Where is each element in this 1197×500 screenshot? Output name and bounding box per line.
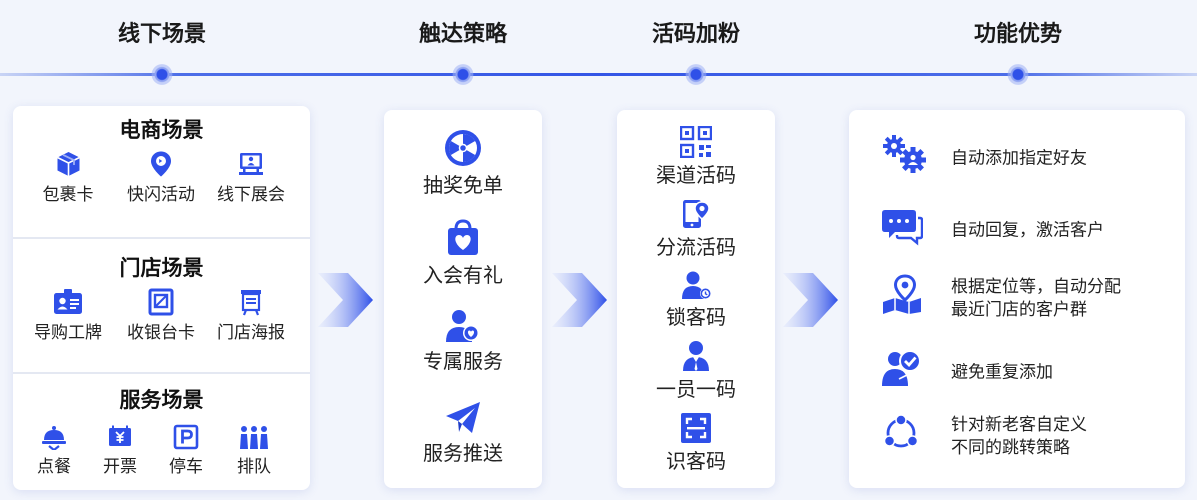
timeline-dot [685,64,707,85]
reach-item-label: 服务推送 [423,441,503,465]
qr-item-identify-customer: 识客码 [617,412,775,474]
scene-item-invoice: 开票 [103,424,137,478]
reach-item-label: 专属服务 [423,349,503,373]
feature-item-label: 自动回复，激活客户 [951,220,1104,241]
offline-scenes-card: 电商场景 包裹卡 快闪 [13,106,310,490]
lottery-wheel-icon [445,130,481,166]
scene-item-label: 收银台卡 [127,323,195,343]
scene-store: 门店场景 导购工牌 [13,254,310,374]
qr-item-split: 分流活码 [617,198,775,260]
invoice-icon [109,425,131,446]
scene-item-label: 门店海报 [217,323,285,343]
scene-item-label: 停车 [169,457,203,477]
feature-item-label: 自动添加指定好友 [951,148,1087,169]
feature-item-custom-redirect: 针对新老客自定义 不同的跳转策略 [881,412,1171,462]
scene-item-ordering: 点餐 [37,424,71,478]
reach-item-lottery: 抽奖免单 [384,128,542,198]
package-icon [56,152,80,176]
chat-bubbles-icon [882,210,923,246]
reach-item-label: 入会有礼 [423,263,503,287]
qr-item-per-staff: 一员一码 [617,340,775,402]
scene-item-store-poster: 门店海报 [217,288,285,344]
column-title-qr: 活码加粉 [651,22,741,47]
qr-item-lock-customer: 锁客码 [617,270,775,330]
scene-item-label: 导购工牌 [34,323,102,343]
divider [13,372,310,374]
staff-icon [683,341,709,371]
scene-title: 门店场景 [119,256,204,280]
scene-item-flash-event: 快闪活动 [127,150,195,206]
feature-item-label: 针对新老客自定义 不同的跳转策略 [951,415,1087,458]
scene-item-queue: 排队 [237,424,271,478]
reach-item-label: 抽奖免单 [423,173,503,197]
scene-item-cashier-card: 收银台卡 [127,288,195,344]
column-title-offline: 线下场景 [117,22,207,47]
exclusive-service-icon [446,310,479,342]
location-pin-icon [151,151,171,177]
flow-arrow-icon [783,273,838,327]
scene-item-package-card: 包裹卡 [43,150,94,206]
gift-bag-icon [448,219,478,255]
column-title-reach: 触达策略 [418,22,508,47]
poster-icon [241,290,261,316]
feature-item-auto-assign: 根据定位等，自动分配 最近门店的客户群 [881,274,1171,324]
queue-icon [240,426,268,449]
reach-item-exclusive-service: 专属服务 [384,308,542,374]
reach-strategy-card: 抽奖免单 入会有礼 专属服务 服务推送 [384,110,542,488]
feature-item-label: 避免重复添加 [951,362,1053,383]
exhibition-icon [239,153,263,175]
feature-item-label: 根据定位等，自动分配 最近门店的客户群 [951,277,1121,320]
scene-item-parking: 停车 [169,424,203,478]
dining-bell-icon [42,426,66,450]
map-pin-icon [883,274,921,314]
gears-icon [883,135,926,173]
user-lock-icon [682,271,711,299]
network-icon [883,414,919,448]
divider [13,237,310,239]
feature-item-auto-reply: 自动回复，激活客户 [881,206,1171,256]
scene-item-label: 点餐 [37,457,71,477]
timeline [0,73,1197,76]
phone-location-icon [683,200,710,228]
timeline-dot [452,64,474,85]
features-card: 自动添加指定好友 自动回复，激活客户 根据定位等，自动 [849,110,1185,488]
qr-item-label: 锁客码 [666,305,726,329]
qr-item-label: 分流活码 [656,235,736,259]
flow-arrow-icon [552,273,607,327]
scene-item-label: 开票 [103,457,137,477]
scene-item-label: 排队 [237,457,271,477]
id-badge-icon [54,289,82,314]
scene-service: 服务场景 点餐 [13,386,310,490]
qr-code-card: 渠道活码 分流活码 锁客码 [617,110,775,488]
scene-title: 服务场景 [119,388,204,412]
qr-code-icon [680,126,712,158]
scene-item-label: 快闪活动 [127,185,195,205]
scan-frame-icon [681,413,711,443]
user-check-icon [882,350,921,386]
qr-item-label: 渠道活码 [656,163,736,187]
timeline-dot [151,64,173,85]
reach-item-service-push: 服务推送 [384,400,542,466]
qr-item-label: 一员一码 [656,377,736,401]
column-title-features: 功能优势 [973,22,1063,47]
feature-item-auto-add: 自动添加指定好友 [881,134,1171,184]
paper-plane-icon [446,402,480,433]
scene-title: 电商场景 [119,118,204,142]
parking-icon [173,424,199,450]
cashier-card-icon [148,288,174,316]
timeline-dot [1007,64,1029,85]
flow-arrow-icon [318,273,373,327]
qr-item-label: 识客码 [666,449,726,473]
scene-item-label: 包裹卡 [42,185,94,205]
feature-item-dedupe: 避免重复添加 [881,348,1171,398]
scene-item-label: 线下展会 [217,185,285,205]
scene-item-guide-badge: 导购工牌 [34,288,102,344]
scene-item-exhibition: 线下展会 [217,150,285,206]
reach-item-membership-gift: 入会有礼 [384,218,542,288]
qr-item-channel: 渠道活码 [617,126,775,188]
scene-ecommerce: 电商场景 包裹卡 快闪 [13,116,310,236]
